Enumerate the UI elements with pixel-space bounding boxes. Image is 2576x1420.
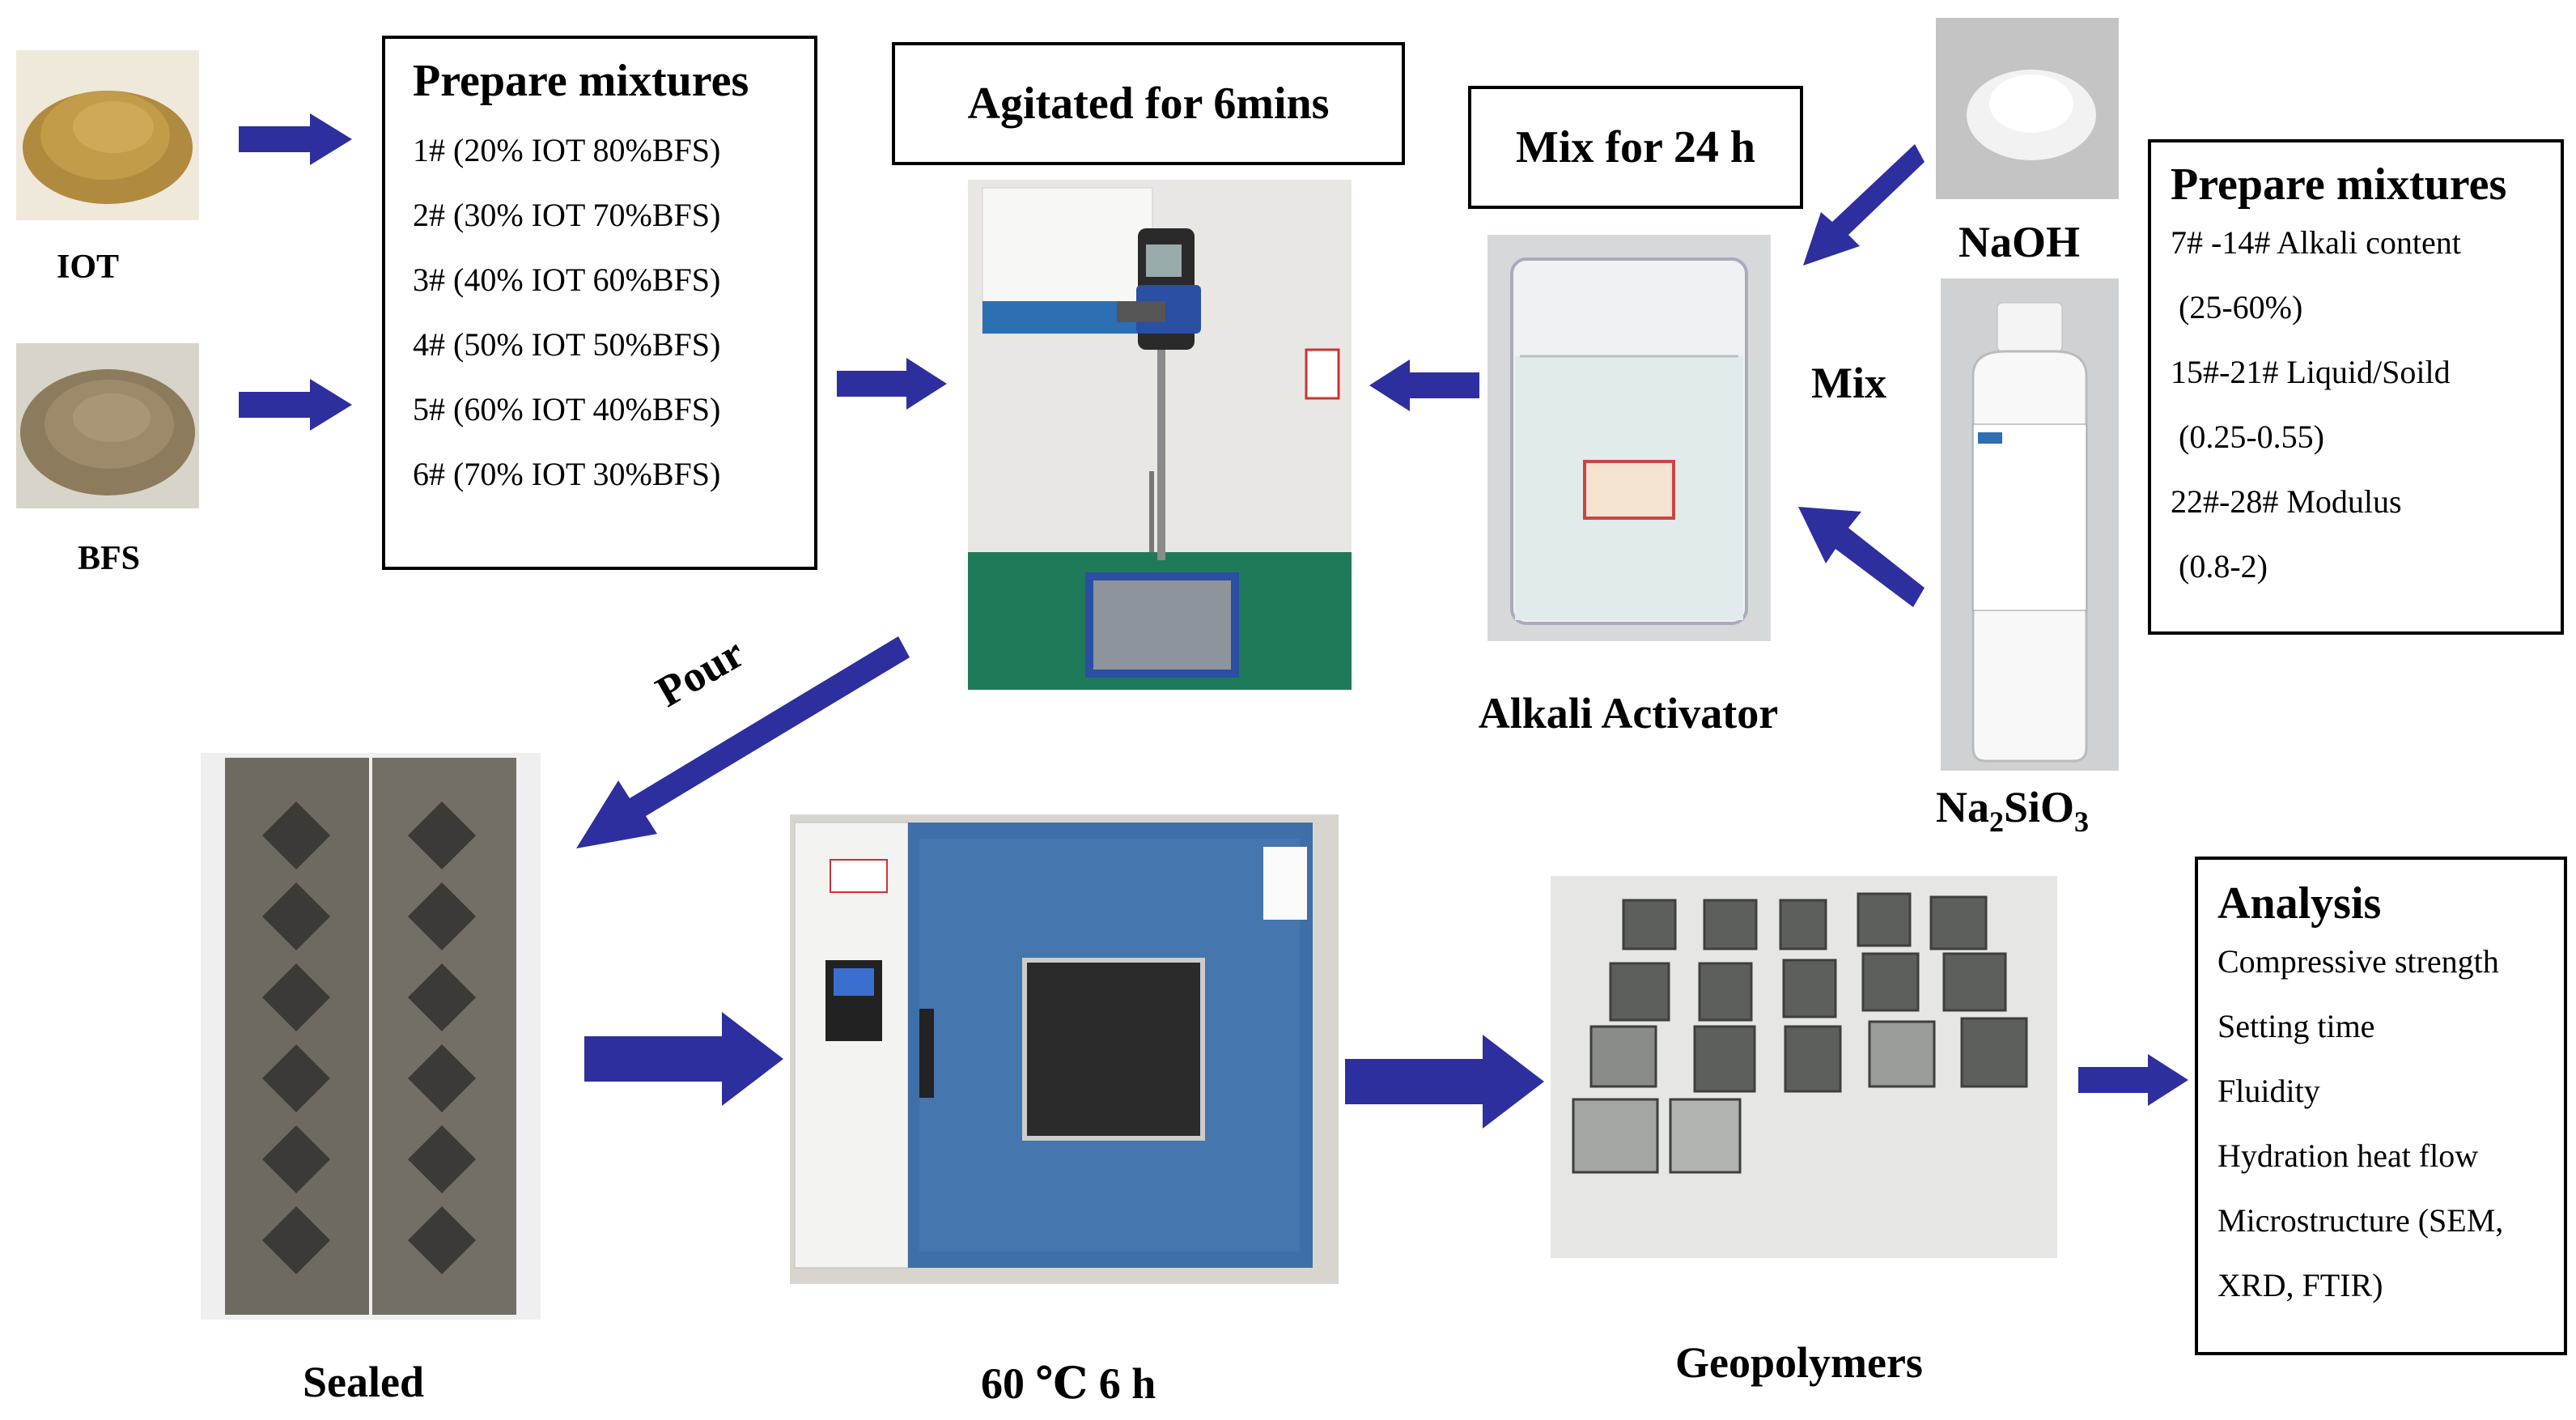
mixtures-box-1-title: Prepare mixtures	[413, 56, 749, 106]
sodium-silicate-bottle-photo	[1941, 278, 2119, 771]
mix24-box: Mix for 24 h	[1468, 86, 1803, 209]
naoh-label: NaOH	[1959, 218, 2081, 266]
bfs-powder-photo	[16, 343, 199, 508]
geopolymers-photo	[1551, 876, 2057, 1258]
arrow-mold-to-oven	[584, 1012, 783, 1106]
mixture-line: 1# (20% IOT 80%BFS)	[413, 131, 721, 168]
mix-label: Mix	[1811, 359, 1886, 407]
arrow-naoh-to-beaker	[1803, 144, 1925, 266]
analysis-item: Compressive strength	[2217, 942, 2499, 980]
na2sio3-part-na: Na	[1936, 783, 1989, 831]
na2sio3-label: Na2SiO3	[1936, 782, 2089, 839]
mixture-line: 5# (60% IOT 40%BFS)	[413, 390, 721, 427]
oven-photo	[790, 814, 1339, 1284]
bfs-label: BFS	[78, 540, 141, 577]
agitated-title: Agitated for 6mins	[967, 79, 1330, 129]
geopolymers-label: Geopolymers	[1675, 1338, 1923, 1387]
mix24-title: Mix for 24 h	[1515, 122, 1756, 172]
parameter-line: 15#-21# Liquid/Soild	[2171, 353, 2451, 390]
arrow-mixtures-to-agitator	[837, 358, 947, 410]
analysis-item: Setting time	[2217, 1007, 2375, 1044]
parameter-line: (0.25-0.55)	[2171, 418, 2324, 455]
arrow-bfs-to-mixtures	[239, 379, 352, 431]
parameter-line: (0.8-2)	[2171, 547, 2268, 585]
arrow-iot-to-mixtures	[239, 113, 352, 165]
parameter-line: 22#-28# Modulus	[2171, 483, 2402, 520]
na2sio3-sub-2: 2	[1989, 805, 2004, 838]
analysis-box: Analysis Compressive strength Setting ti…	[2195, 857, 2567, 1355]
iot-label: IOT	[57, 249, 120, 286]
mixture-line: 6# (70% IOT 30%BFS)	[413, 455, 721, 492]
naoh-photo	[1936, 18, 2119, 199]
parameter-line: 7# -14# Alkali content	[2171, 223, 2461, 261]
analysis-item: Microstructure (SEM,	[2217, 1201, 2504, 1239]
arrow-oven-to-geopolymers	[1345, 1035, 1544, 1129]
stirrer-photo	[968, 180, 1352, 690]
sealed-label: Sealed	[303, 1358, 425, 1406]
na2sio3-sub-3: 3	[2074, 805, 2090, 838]
arrow-silicate-to-beaker	[1798, 507, 1925, 607]
iot-powder-photo	[16, 50, 199, 220]
analysis-title: Analysis	[2217, 878, 2382, 929]
mixture-line: 4# (50% IOT 50%BFS)	[413, 325, 721, 363]
mixture-line: 2# (30% IOT 70%BFS)	[413, 196, 721, 233]
mixtures-box-2: Prepare mixtures 7# -14# Alkali content …	[2148, 139, 2564, 635]
parameter-line: (25-60%)	[2171, 288, 2303, 325]
arrow-geopolymers-to-analysis	[2078, 1054, 2188, 1106]
agitated-box: Agitated for 6mins	[892, 42, 1405, 165]
mold-photo	[201, 753, 541, 1320]
cure-label: 60 ℃ 6 h	[981, 1359, 1156, 1408]
arrow-pour	[576, 636, 910, 848]
alkali-activator-label: Alkali Activator	[1478, 689, 1779, 738]
mixture-line: 3# (40% IOT 60%BFS)	[413, 261, 721, 298]
mixtures-box-1: Prepare mixtures 1# (20% IOT 80%BFS) 2# …	[382, 36, 817, 570]
arrow-activator-to-agitator	[1369, 359, 1479, 411]
analysis-item: Fluidity	[2217, 1072, 2320, 1109]
beaker-photo	[1487, 235, 1771, 641]
analysis-item: XRD, FTIR)	[2217, 1266, 2383, 1303]
analysis-item: Hydration heat flow	[2217, 1137, 2479, 1174]
mixtures-box-2-title: Prepare mixtures	[2171, 159, 2507, 210]
na2sio3-part-sio: SiO	[2004, 783, 2075, 831]
